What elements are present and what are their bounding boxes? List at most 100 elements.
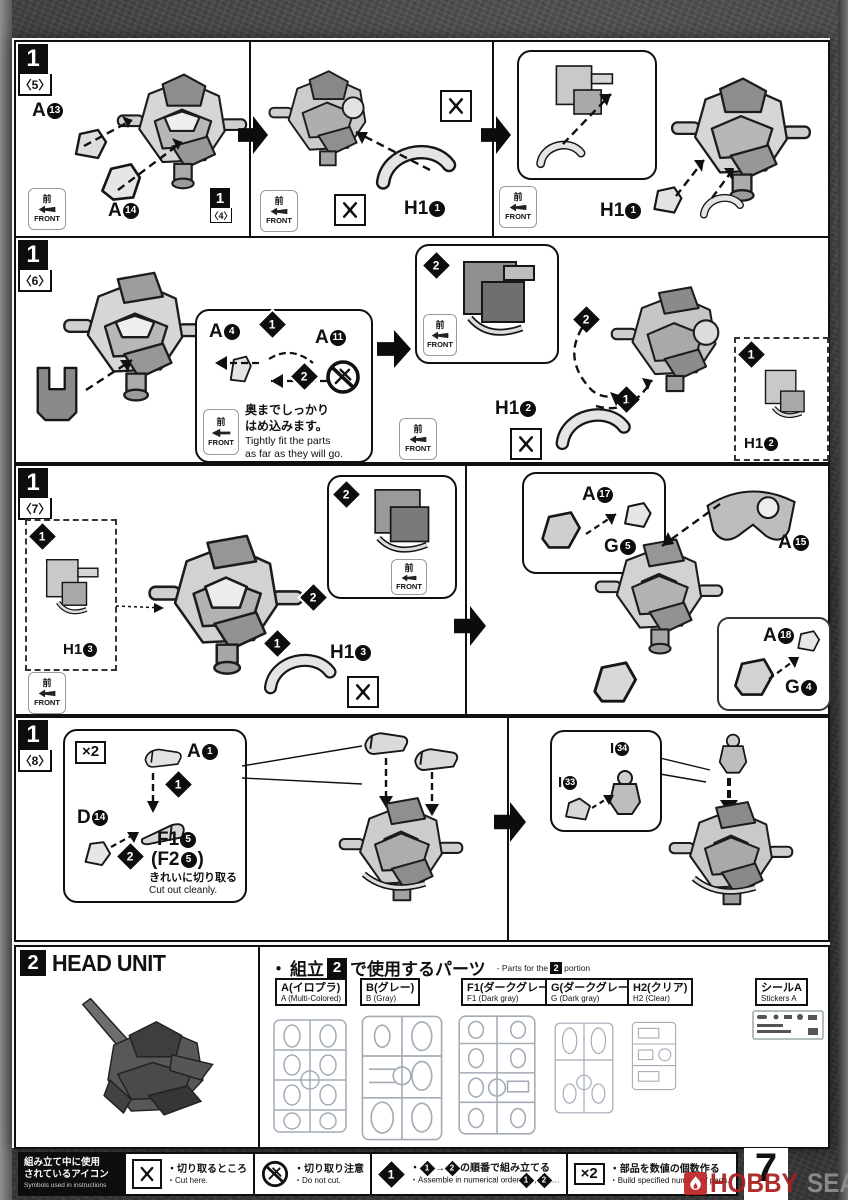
nipper-icon bbox=[140, 1166, 154, 1182]
circled-number: 1 bbox=[429, 201, 446, 217]
circled-number: 1 bbox=[201, 744, 218, 760]
dashed-arrows-overlay bbox=[573, 327, 654, 410]
circled-number: 4 bbox=[800, 680, 817, 696]
runner-label-h2: H2(クリア)H2 (Clear) bbox=[627, 978, 694, 1007]
runner-g-sprue-illustration bbox=[554, 1022, 614, 1114]
next-step-arrow bbox=[377, 330, 411, 368]
part-a17-illustration bbox=[624, 502, 652, 528]
circled-number: 13 bbox=[46, 103, 63, 119]
closeup-illustration bbox=[45, 559, 99, 615]
head-unit-illustration bbox=[81, 997, 214, 1116]
front-orientation-badge: 前 FRONT bbox=[499, 186, 537, 228]
assembly-illustration bbox=[338, 797, 464, 902]
part-g4-illustration bbox=[734, 658, 775, 696]
front-arrow-icon bbox=[211, 428, 231, 438]
cut-note-jp: きれいに切り取る bbox=[149, 872, 237, 884]
part-a1-illustration bbox=[144, 748, 182, 768]
step-badge-1-5: 1 〈5〉 bbox=[18, 44, 52, 96]
assembly-illustration bbox=[594, 538, 724, 655]
brand-text-search: SEARCH bbox=[806, 1168, 848, 1198]
part-h1-tube-illustration bbox=[555, 408, 631, 451]
legend-cut-here: ・切り取るところ・Cut here. bbox=[124, 1154, 253, 1194]
part-fork-illustration bbox=[36, 366, 78, 422]
substep-number: 〈5〉 bbox=[18, 74, 52, 96]
front-arrow-icon bbox=[409, 435, 427, 444]
circled-number: 3 bbox=[83, 642, 98, 657]
circled-number: 2 bbox=[520, 401, 537, 417]
front-arrow-icon bbox=[38, 205, 56, 214]
order-diamond-2: 2 bbox=[420, 249, 453, 282]
circled-number: 33 bbox=[563, 775, 578, 790]
dashed-arrows-overlay bbox=[215, 351, 327, 388]
dashed-arrows-overlay bbox=[83, 116, 183, 191]
section-divider bbox=[465, 466, 467, 714]
order-diamond-1: 1 bbox=[26, 520, 59, 553]
part-h1-tube-illustration bbox=[375, 144, 457, 190]
runner-label-f1: F1(ダークグレー)F1 (Dark gray) bbox=[461, 978, 559, 1007]
order-diamond-1: 1 bbox=[162, 768, 195, 801]
assembly-illustration bbox=[148, 534, 304, 675]
front-orientation-badge: 前 FRONT bbox=[391, 559, 427, 595]
leader-lines bbox=[241, 745, 363, 785]
page-edge-right bbox=[838, 0, 848, 1200]
quantity-badge: ×2 bbox=[573, 1162, 605, 1186]
circled-number: 14 bbox=[91, 810, 108, 826]
closeup-inset: 2 前 FRONT bbox=[415, 244, 559, 364]
substep-number: 〈7〉 bbox=[18, 498, 52, 520]
part-h1-tube-illustration bbox=[263, 653, 337, 695]
legend-title: 組み立て中に使用 されているアイコン Symbols used in instr… bbox=[20, 1154, 124, 1194]
section-number-box: 2 bbox=[550, 961, 563, 974]
diamond-1-icon: 1 bbox=[419, 1160, 436, 1177]
circled-number: 17 bbox=[596, 487, 613, 503]
cut-here-icon bbox=[132, 1159, 162, 1189]
part-i33-illustration bbox=[565, 797, 591, 821]
part-h1-tube-illustration bbox=[536, 140, 586, 169]
front-orientation-badge: 前 FRONT bbox=[423, 314, 457, 356]
runner-b-sprue-illustration bbox=[361, 1015, 443, 1141]
dashed-arrow bbox=[585, 513, 617, 535]
front-orientation-badge: 前 FRONT bbox=[28, 188, 66, 230]
cut-here-icon bbox=[334, 194, 366, 226]
substep-number: 〈8〉 bbox=[18, 750, 52, 772]
thruster-part-illustration bbox=[364, 732, 409, 755]
thruster-part-illustration bbox=[414, 748, 459, 771]
runner-label-b: B(グレー)B (Gray) bbox=[360, 978, 421, 1007]
part-a18-illustration bbox=[797, 630, 821, 652]
dashed-arrow bbox=[147, 773, 159, 813]
nipper-icon bbox=[355, 684, 371, 700]
assembly-note-jp: 奥までしっかり はめ込みます。 bbox=[245, 403, 330, 433]
dashed-leader bbox=[115, 603, 165, 613]
front-arrow-icon bbox=[38, 689, 56, 698]
part-g5-illustration bbox=[541, 511, 581, 549]
part-d14-illustration bbox=[84, 841, 112, 867]
runner-label-a: A(イロプラ)A (Multi-Colored) bbox=[275, 978, 348, 1007]
part-i34-illustration bbox=[608, 770, 642, 815]
quantity-badge: ×2 bbox=[75, 741, 107, 764]
section-number: 2 bbox=[20, 950, 46, 976]
do-not-cut-icon bbox=[261, 1160, 289, 1188]
dashed-arrow bbox=[85, 358, 133, 392]
dashed-arrows-overlay bbox=[355, 130, 431, 172]
assembly-note-en: Tightly fit the parts as far as they wil… bbox=[245, 435, 344, 461]
do-not-cut-icon bbox=[326, 360, 360, 394]
assembly-illustration bbox=[671, 77, 811, 202]
order-diamond-icon: 1 bbox=[375, 1157, 408, 1191]
